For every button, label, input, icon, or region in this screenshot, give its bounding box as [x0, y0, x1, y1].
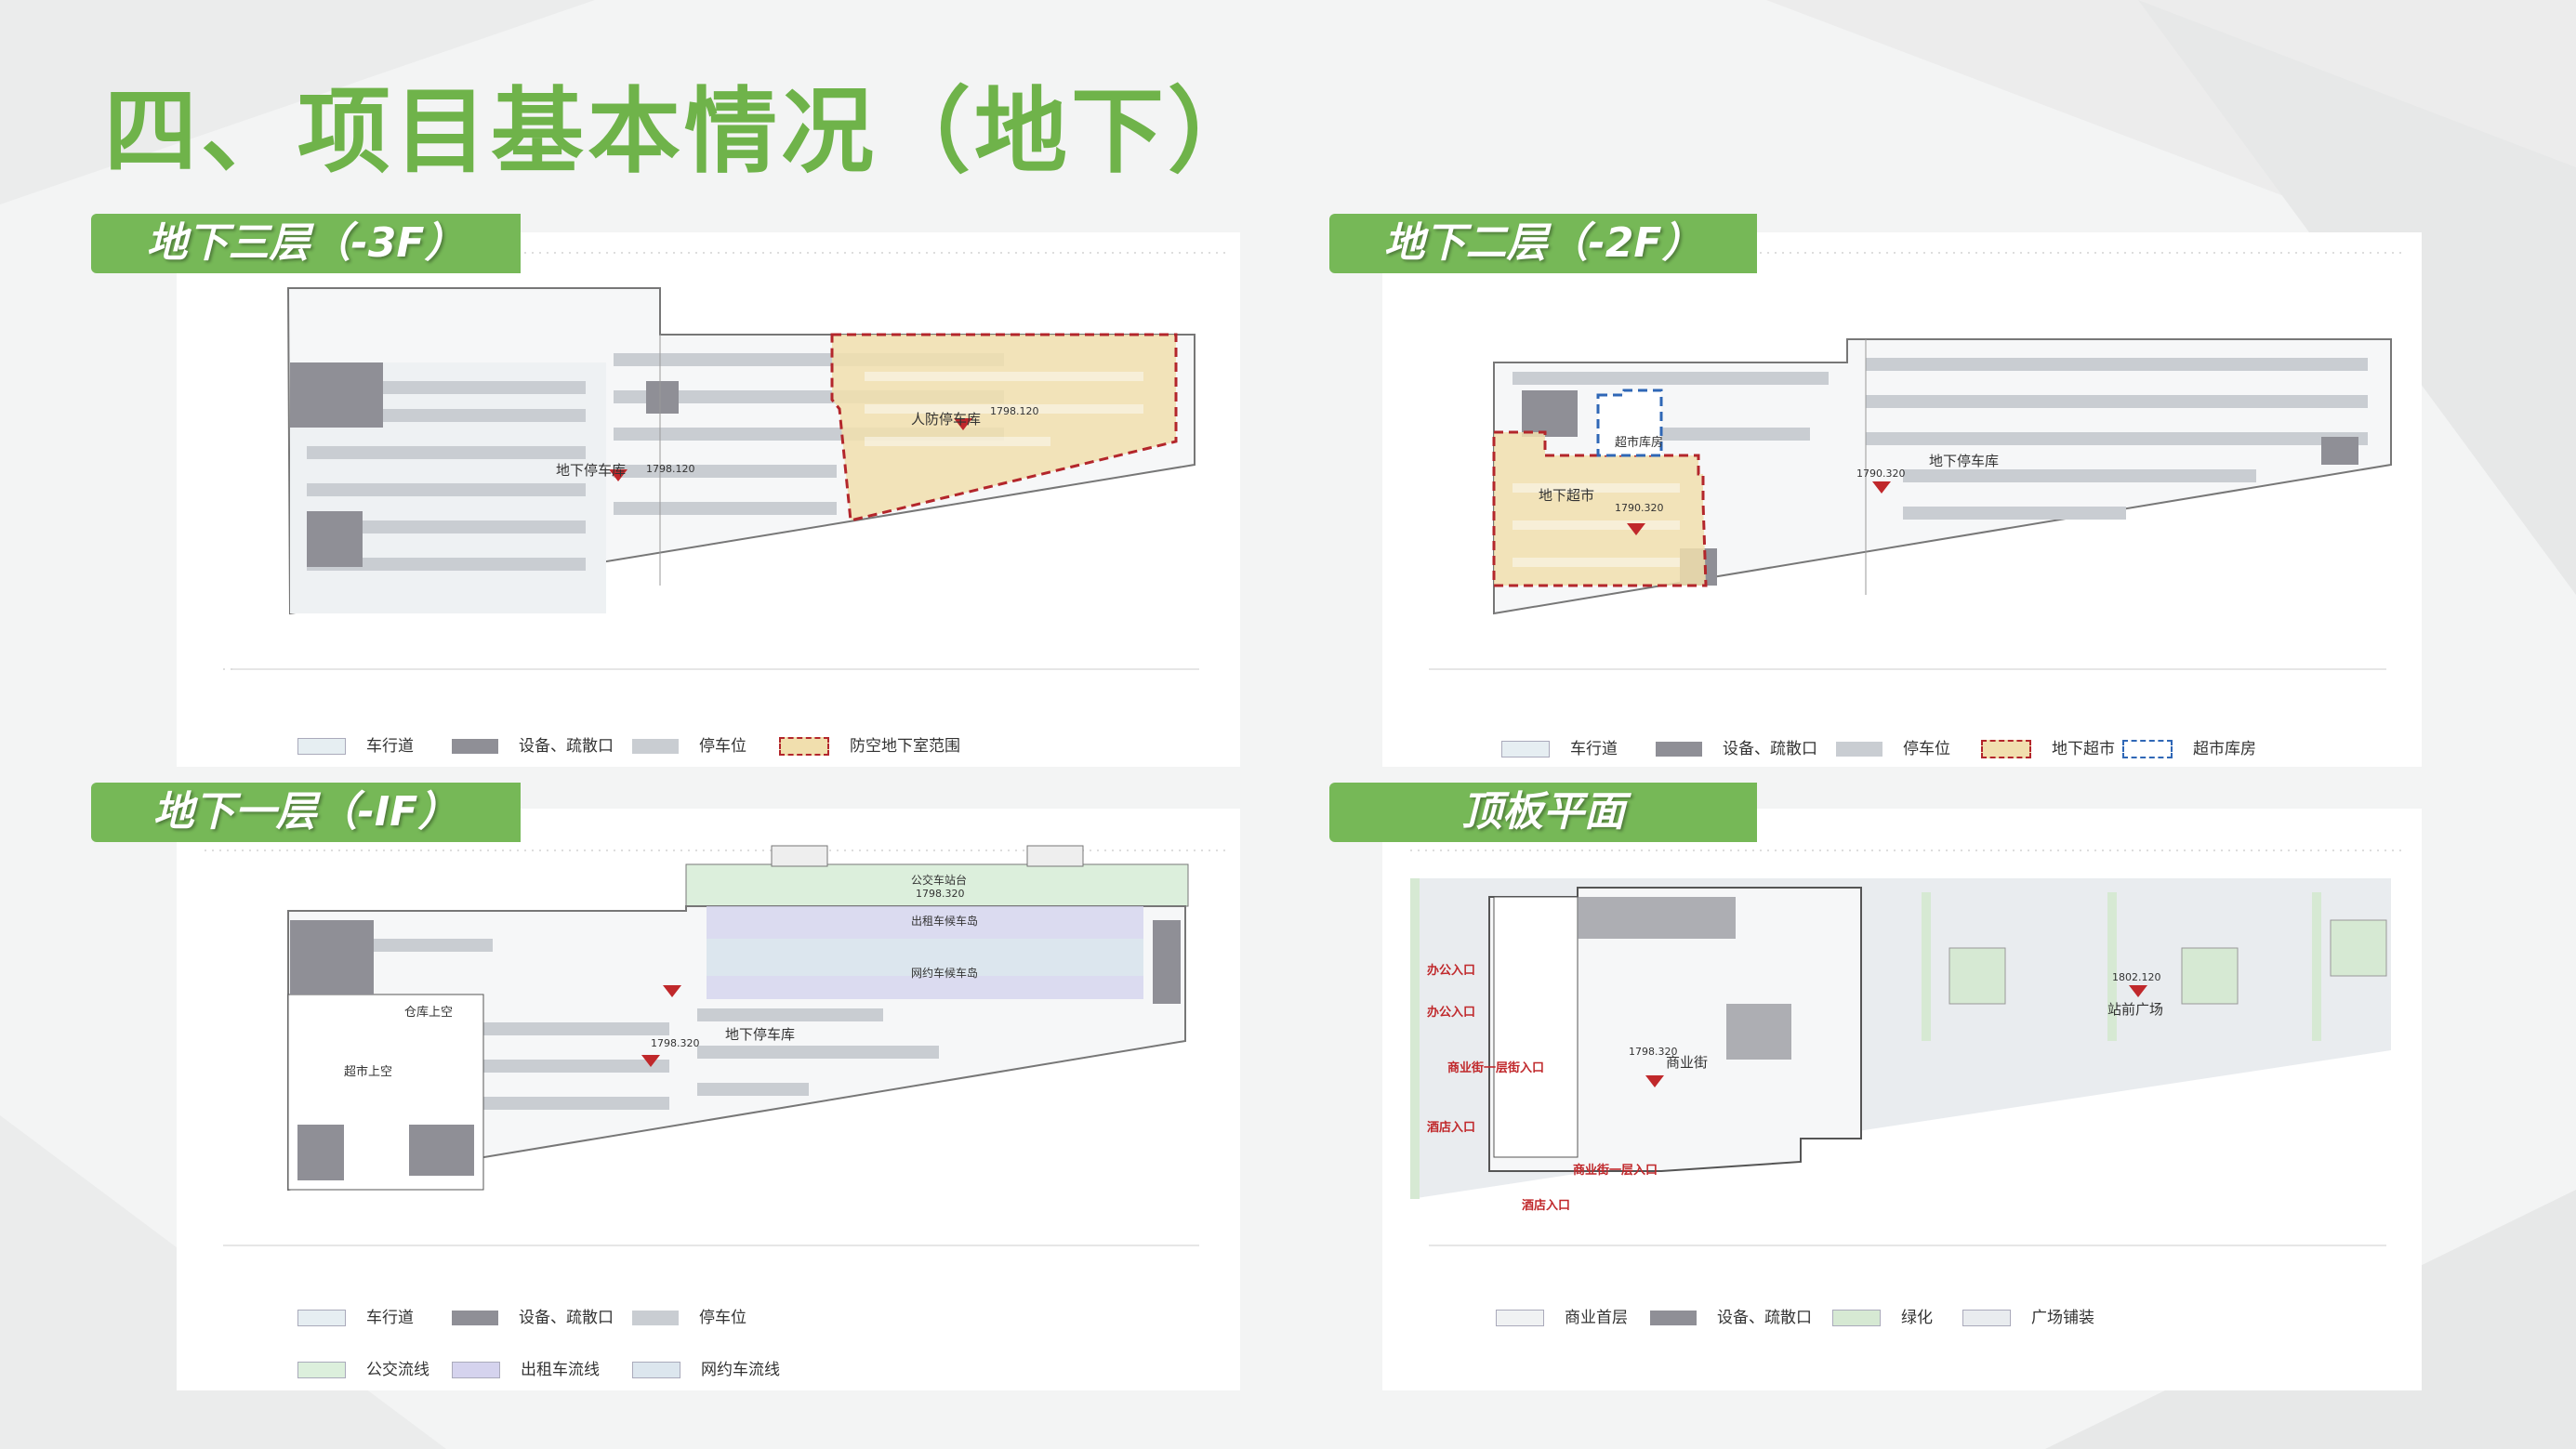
- elevation-label: 1790.320: [1856, 468, 1906, 480]
- legend-item-commercial-ground: 商业首层: [1496, 1309, 1628, 1327]
- floor-plan-b3: [205, 252, 1227, 670]
- panel-b3: 地下停车库 人防停车库 1798.120 1798.120 车行道 设备、疏散口…: [177, 232, 1240, 767]
- label-taxi-island: 出租车候车岛: [911, 915, 979, 928]
- swatch-parking: [1836, 742, 1882, 757]
- swatch-road: [297, 738, 346, 755]
- label-commercial-street: 商业街: [1666, 1054, 1709, 1071]
- label-supermarket-storage: 超市库房: [1615, 436, 1664, 450]
- legend-item-supermarket: 地下超市: [1981, 740, 2115, 758]
- elevation-label: 1790.320: [1615, 502, 1664, 514]
- swatch-road: [297, 1310, 346, 1326]
- swatch-parking: [632, 739, 679, 754]
- legend-item-taxi-flow: 出租车流线: [452, 1361, 600, 1379]
- legend-item-bus-flow: 公交流线: [297, 1361, 429, 1379]
- label-street-ground-entrance: 商业街一层入口: [1573, 1164, 1658, 1178]
- tab-roof: 顶板平面: [1329, 783, 1757, 842]
- floor-plan-b2: [1410, 252, 2405, 670]
- label-parking: 地下停车库: [1929, 453, 2000, 469]
- label-civil-defense-parking: 人防停车库: [911, 411, 982, 428]
- label-ride-hailing-island: 网约车候车岛: [911, 967, 979, 980]
- tab-b3: 地下三层（-3F）: [91, 214, 521, 273]
- elevation-label: 1798.320: [916, 888, 965, 900]
- swatch-greening: [1832, 1310, 1881, 1326]
- legend-item-equipment: 设备、疏散口: [1650, 1309, 1812, 1327]
- swatch-equipment: [452, 1311, 498, 1325]
- swatch-equipment: [452, 739, 498, 754]
- swatch-bus-flow: [297, 1362, 346, 1378]
- elevation-label: 1798.320: [1629, 1046, 1678, 1058]
- legend-item-plaza-paving: 广场铺装: [1962, 1309, 2094, 1327]
- swatch-equipment: [1650, 1311, 1697, 1325]
- label-office-entrance: 办公入口: [1427, 964, 1476, 978]
- floor-plan-b1: [205, 845, 1227, 1246]
- legend-item-parking: 停车位: [632, 737, 746, 756]
- legend-item-equipment: 设备、疏散口: [452, 737, 614, 756]
- legend-item-road: 车行道: [1501, 740, 1618, 758]
- swatch-plaza-paving: [1962, 1310, 2011, 1326]
- label-hotel-entrance: 酒店入口: [1427, 1121, 1476, 1135]
- label-station-plaza: 站前广场: [2107, 1001, 2164, 1018]
- legend-item-parking: 停车位: [632, 1309, 746, 1327]
- label-supermarket-void: 超市上空: [344, 1065, 393, 1079]
- swatch-ride-flow: [632, 1362, 680, 1378]
- legend-item-storage: 超市库房: [2122, 740, 2256, 758]
- swatch-commercial-ground: [1496, 1310, 1544, 1326]
- legend-item-ride-flow: 网约车流线: [632, 1361, 780, 1379]
- panel-b1: 公交车站台 1798.320 出租车候车岛 网约车候车岛 仓库上空 地下停车库 …: [177, 809, 1240, 1390]
- panel-b2: 地下停车库 地下超市 超市库房 1790.320 1790.320 车行道 设备…: [1382, 232, 2422, 767]
- slide-title: 四、项目基本情况（地下）: [104, 77, 1264, 186]
- legend-item-road: 车行道: [297, 1309, 414, 1327]
- elevation-label: 1798.120: [990, 405, 1039, 417]
- label-hotel-entrance: 酒店入口: [1522, 1199, 1571, 1213]
- label-office-entrance: 办公入口: [1427, 1006, 1476, 1020]
- swatch-equipment: [1656, 742, 1702, 757]
- legend-item-parking: 停车位: [1836, 740, 1950, 758]
- swatch-parking: [632, 1311, 679, 1325]
- swatch-road: [1501, 741, 1550, 757]
- panel-roof: 办公入口 办公入口 商业街一层街入口 酒店入口 酒店入口 商业街一层入口 179…: [1382, 809, 2422, 1390]
- label-parking: 地下停车库: [556, 462, 627, 479]
- label-bus-platform: 公交车站台: [911, 874, 968, 887]
- tab-b1: 地下一层（-IF）: [91, 783, 521, 842]
- legend-item-equipment: 设备、疏散口: [452, 1309, 614, 1327]
- elevation-label: 1798.120: [646, 463, 695, 475]
- label-warehouse-void: 仓库上空: [404, 1006, 454, 1020]
- legend-item-greening: 绿化: [1832, 1309, 1933, 1327]
- label-supermarket: 地下超市: [1539, 487, 1595, 504]
- swatch-taxi-flow: [452, 1362, 500, 1378]
- swatch-civil-defense: [779, 737, 829, 756]
- elevation-label: 1802.120: [2112, 971, 2161, 983]
- elevation-label: 1798.320: [651, 1037, 700, 1049]
- tab-b2: 地下二层（-2F）: [1329, 214, 1757, 273]
- legend-item-equipment: 设备、疏散口: [1656, 740, 1817, 758]
- swatch-supermarket: [1981, 740, 2031, 758]
- label-parking: 地下停车库: [725, 1026, 796, 1043]
- legend-item-road: 车行道: [297, 737, 414, 756]
- label-street-entrance: 商业街一层街入口: [1447, 1061, 1545, 1075]
- legend-item-civil-defense: 防空地下室范围: [779, 737, 960, 756]
- swatch-storage: [2122, 740, 2173, 758]
- floor-plan-roof: [1410, 850, 2405, 1246]
